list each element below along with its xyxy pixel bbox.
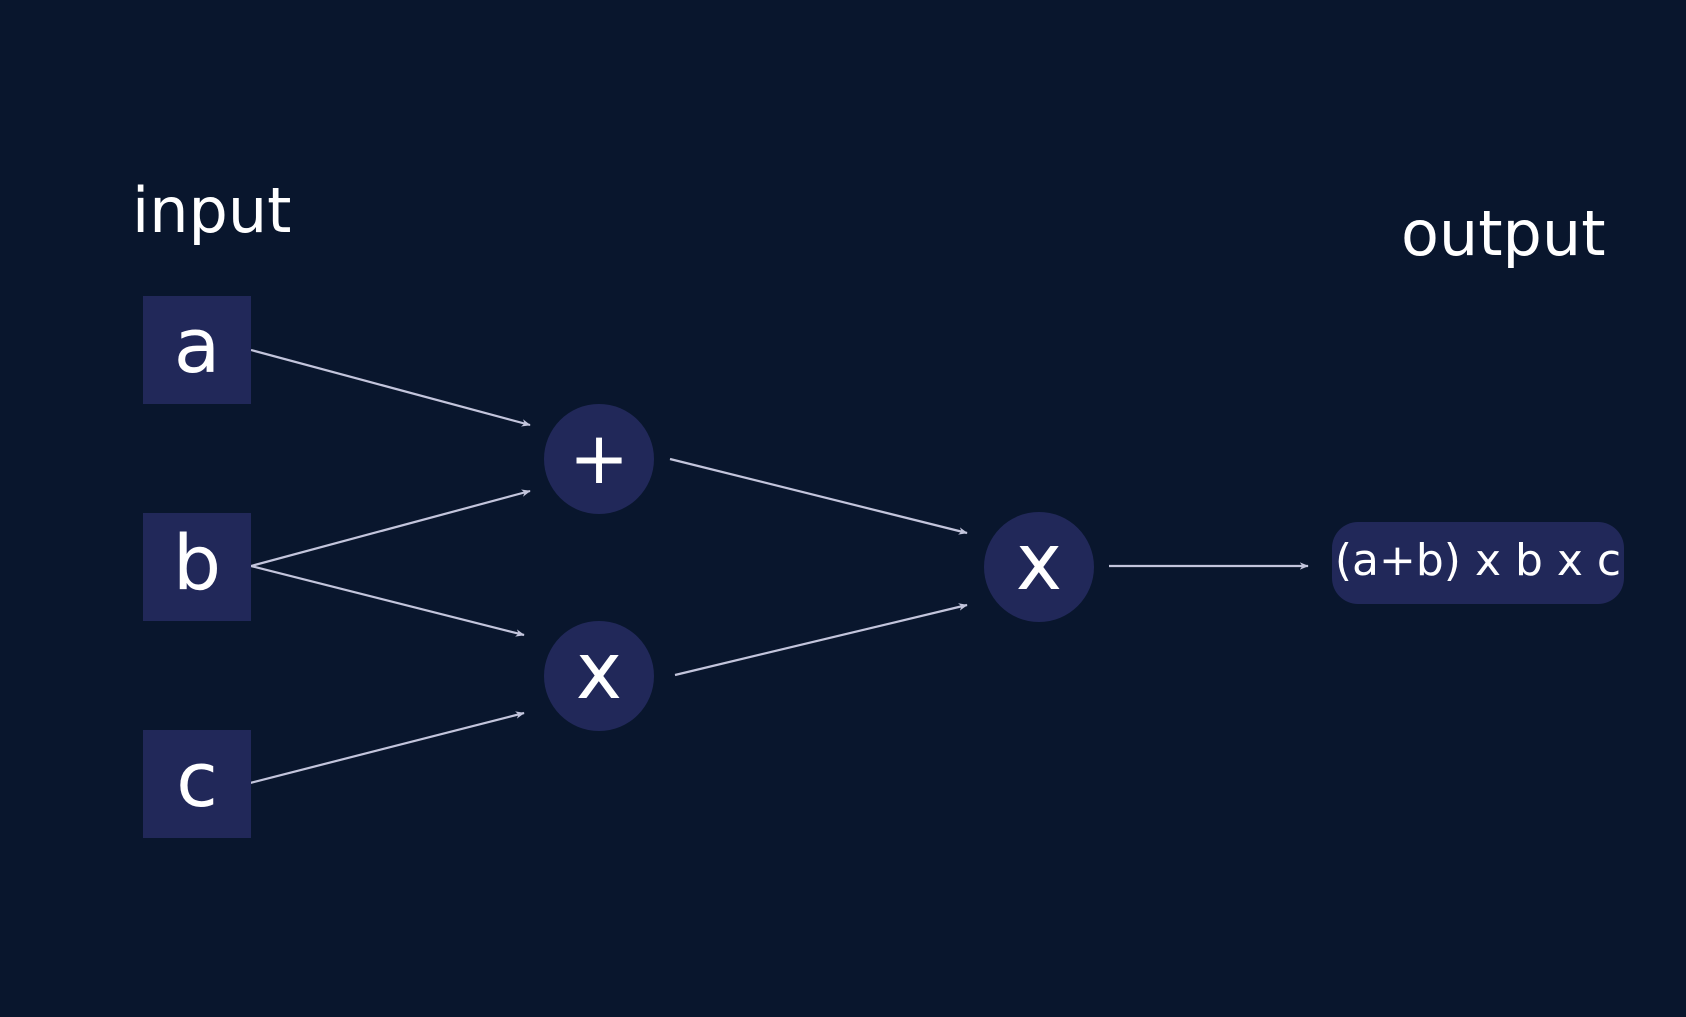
output-expression: (a+b) x b x c <box>1332 522 1624 604</box>
addition-node: + <box>544 404 654 514</box>
input-node-a: a <box>143 296 251 404</box>
edge-plus-to-final <box>669 457 968 535</box>
input-node-c: c <box>143 730 251 838</box>
input-node-b: b <box>143 513 251 621</box>
multiplication-node-final: x <box>984 512 1094 622</box>
edge-b-to-mult <box>250 564 525 637</box>
input-heading: input <box>132 174 292 247</box>
edge-b-to-plus <box>250 489 531 568</box>
edge-mult-to-final <box>674 603 968 677</box>
edge-a-to-plus <box>250 348 531 427</box>
multiplication-node-middle: x <box>544 621 654 731</box>
output-heading: output <box>1401 197 1606 270</box>
edge-c-to-mult <box>245 711 525 786</box>
